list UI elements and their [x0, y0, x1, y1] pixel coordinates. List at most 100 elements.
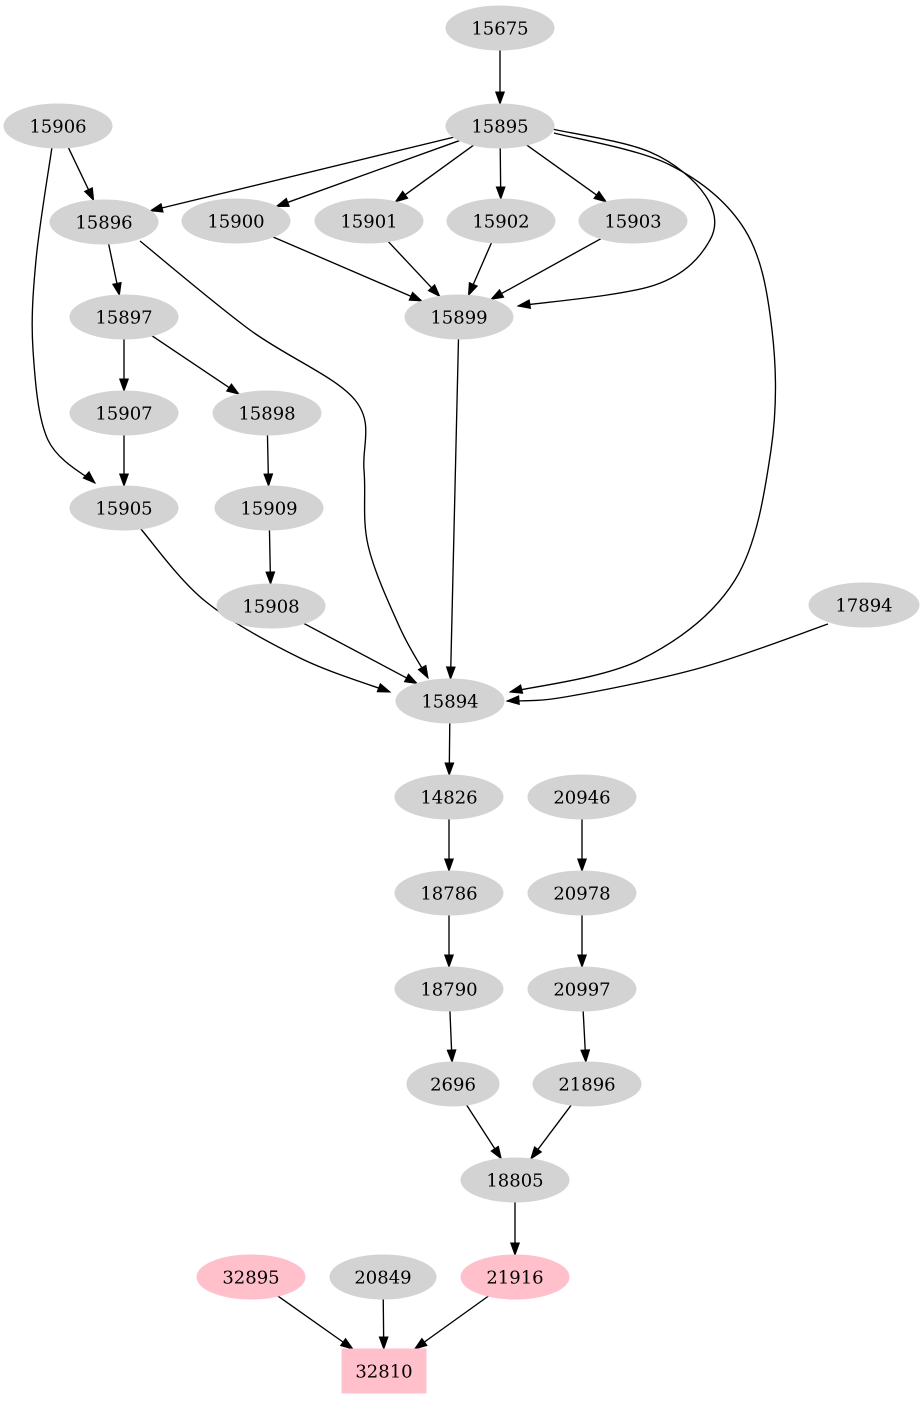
- graph-node-15896: 15896: [49, 199, 159, 245]
- arrowhead-icon: [508, 684, 524, 694]
- graph-node-15675: 15675: [445, 5, 555, 51]
- node-ellipse-shape: [314, 198, 424, 244]
- edge-15909-to-15908: [265, 529, 276, 586]
- graph-node-15894: 15894: [395, 678, 505, 724]
- node-label: 15909: [240, 499, 297, 520]
- node-ellipse-shape: [527, 774, 637, 820]
- arrowhead-icon: [417, 664, 429, 680]
- node-label: 15906: [29, 117, 86, 138]
- edge-15898-to-15909: [263, 434, 274, 488]
- edge-20997-to-21896: [580, 1010, 591, 1064]
- graph-node-15905: 15905: [69, 485, 179, 531]
- node-ellipse-shape: [404, 294, 514, 340]
- node-ellipse-shape: [69, 390, 179, 436]
- arrowhead-icon: [111, 281, 122, 297]
- node-label: 15899: [430, 308, 487, 329]
- arrowhead-icon: [489, 288, 505, 301]
- edge-15895-to-15901: [394, 144, 474, 203]
- graph-node-21916: 21916: [460, 1254, 570, 1300]
- arrowhead-icon: [580, 1049, 591, 1064]
- node-ellipse-shape: [394, 870, 504, 916]
- graph-node-15909: 15909: [214, 485, 324, 531]
- node-ellipse-shape: [445, 5, 555, 51]
- node-label: 20978: [553, 884, 610, 905]
- edge-15900-to-15899: [272, 236, 424, 302]
- graph-node-15902: 15902: [446, 198, 556, 244]
- edge-15895-to-15900: [275, 139, 460, 208]
- node-label: 20997: [553, 980, 610, 1001]
- node-label: 21916: [486, 1268, 543, 1289]
- graph-node-32810: 32810: [341, 1348, 427, 1394]
- graph-node-15900: 15900: [181, 198, 291, 244]
- edge-15906-to-15896: [67, 147, 95, 202]
- arrowhead-icon: [275, 197, 290, 207]
- edge-15896-to-15897: [107, 243, 122, 297]
- node-ellipse-shape: [214, 485, 324, 531]
- graph-node-15897: 15897: [69, 294, 179, 340]
- arrowhead-icon: [467, 281, 479, 297]
- graph-node-15908: 15908: [216, 583, 326, 629]
- arrowhead-icon: [403, 673, 419, 685]
- arrowhead-icon: [446, 1049, 457, 1064]
- arrowhead-icon: [443, 858, 455, 873]
- node-label: 15908: [242, 597, 299, 618]
- node-label: 15905: [95, 499, 152, 520]
- node-label: 18790: [420, 980, 477, 1001]
- node-ellipse-shape: [395, 678, 505, 724]
- node-label: 15894: [421, 692, 478, 713]
- edge-20849-to-32810: [378, 1298, 389, 1351]
- edge-15675-to-15895: [494, 50, 506, 106]
- arrowhead-icon: [378, 1336, 389, 1351]
- node-ellipse-shape: [394, 966, 504, 1012]
- arrowhead-icon: [118, 378, 130, 393]
- edge-15903-to-15899: [489, 238, 602, 301]
- node-ellipse-shape: [578, 198, 688, 244]
- node-ellipse-shape: [527, 966, 637, 1012]
- edge-32895-to-32810: [277, 1295, 355, 1350]
- node-ellipse-shape: [808, 582, 920, 628]
- arrowhead-icon: [148, 202, 164, 213]
- graph-node-20997: 20997: [527, 966, 637, 1012]
- edge-21916-to-32810: [413, 1295, 489, 1350]
- node-ellipse-shape: [445, 103, 555, 149]
- edge-15907-to-15905: [118, 435, 130, 488]
- node-label: 15907: [95, 404, 152, 425]
- node-ellipse-shape: [446, 198, 556, 244]
- node-ellipse-shape: [527, 870, 637, 916]
- node-label: 32810: [355, 1362, 412, 1383]
- graph-node-18786: 18786: [394, 870, 504, 916]
- node-ellipse-shape: [196, 1254, 306, 1300]
- arrowhead-icon: [593, 190, 608, 203]
- edge-20946-to-20978: [576, 819, 588, 873]
- node-ellipse-shape: [406, 1061, 500, 1107]
- arrowhead-icon: [263, 473, 274, 488]
- edge-15905-to-15894: [139, 527, 392, 693]
- arrowhead-icon: [505, 695, 520, 706]
- node-label: 15898: [238, 404, 295, 425]
- node-label: 20849: [354, 1268, 411, 1289]
- edge-14826-to-18786: [443, 819, 455, 873]
- node-ellipse-shape: [329, 1254, 437, 1300]
- edge-15902-to-15899: [467, 242, 493, 297]
- graph-node-20978: 20978: [527, 870, 637, 916]
- node-label: 2696: [430, 1075, 476, 1096]
- arrowhead-icon: [445, 666, 456, 681]
- edge-18790-to-2696: [446, 1010, 457, 1064]
- graph-node-15895: 15895: [445, 103, 555, 149]
- edge-15895-to-15902: [495, 147, 506, 201]
- arrowhead-icon: [443, 954, 455, 969]
- node-ellipse-shape: [216, 583, 326, 629]
- arrowhead-icon: [576, 954, 588, 969]
- arrowhead-icon: [490, 1145, 503, 1160]
- edge-15895-to-15894: [508, 132, 777, 694]
- edge-15895-to-15899: [516, 128, 716, 310]
- node-label: 15897: [95, 308, 152, 329]
- arrowhead-icon: [265, 571, 276, 586]
- graph-node-2696: 2696: [406, 1061, 500, 1107]
- edge-15901-to-15899: [387, 241, 441, 298]
- node-ellipse-shape: [69, 294, 179, 340]
- node-label: 14826: [420, 788, 477, 809]
- edges-layer: [31, 50, 829, 1351]
- arrowhead-icon: [339, 1337, 355, 1350]
